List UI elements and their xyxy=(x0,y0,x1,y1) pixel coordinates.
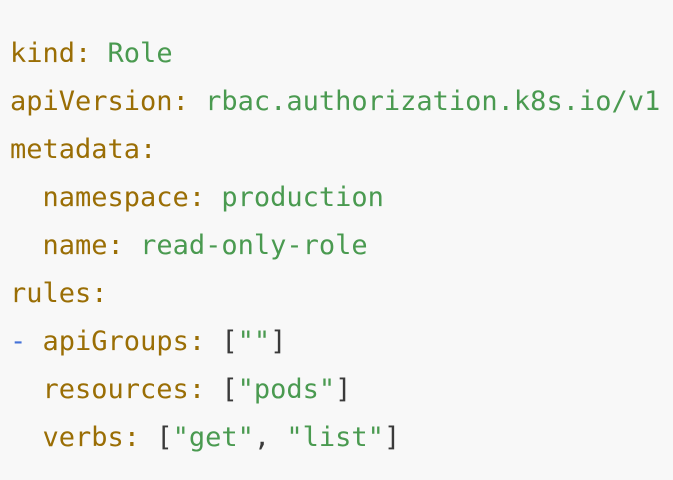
token-key: kind xyxy=(10,38,76,69)
token-bracket: ] xyxy=(335,374,352,405)
token-indent xyxy=(270,422,286,453)
token-key: apiGroups xyxy=(42,326,189,357)
token-indent xyxy=(26,326,42,357)
line-kind: kind: Role xyxy=(10,30,673,78)
token-indent xyxy=(10,182,43,213)
token-punct: : xyxy=(188,182,222,213)
token-indent xyxy=(10,422,43,453)
token-bracket: ] xyxy=(270,326,287,357)
token-key: namespace xyxy=(42,182,189,213)
token-key: apiVersion xyxy=(10,86,173,117)
token-key: rules xyxy=(10,278,92,309)
token-punct: : xyxy=(75,38,108,69)
token-punct: : xyxy=(140,134,157,165)
token-bracket: [ xyxy=(221,374,238,405)
token-bracket: [ xyxy=(221,326,238,357)
token-bracket: [ xyxy=(156,422,173,453)
line-rules: rules: xyxy=(10,270,673,318)
token-value: production xyxy=(221,182,384,213)
token-punct: : xyxy=(123,422,157,453)
token-indent xyxy=(10,374,43,405)
token-punct: : xyxy=(188,326,222,357)
token-punct: : xyxy=(188,374,222,405)
token-string: "list" xyxy=(286,422,384,453)
token-indent xyxy=(10,230,43,261)
line-apigroups: - apiGroups: [""] xyxy=(10,318,673,366)
line-resources: resources: ["pods"] xyxy=(10,366,673,414)
line-namespace: namespace: production xyxy=(10,174,673,222)
token-value: Role xyxy=(107,38,173,69)
token-punct: : xyxy=(91,278,108,309)
token-key: verbs xyxy=(42,422,124,453)
line-name: name: read-only-role xyxy=(10,222,673,270)
token-bracket: ] xyxy=(383,422,401,453)
token-value: rbac.authorization.k8s.io/v1 xyxy=(205,86,661,117)
line-metadata: metadata: xyxy=(10,126,673,174)
token-string: "pods" xyxy=(237,374,336,405)
token-value: read-only-role xyxy=(140,230,368,261)
token-dash: - xyxy=(10,326,27,357)
token-string: "get" xyxy=(172,422,254,453)
token-key: name xyxy=(42,230,108,261)
token-key: resources xyxy=(42,374,189,405)
line-verbs: verbs: ["get", "list"] xyxy=(10,414,673,462)
token-key: metadata xyxy=(10,134,141,165)
token-string: "" xyxy=(237,326,271,357)
token-punct: : xyxy=(172,86,206,117)
token-comma: , xyxy=(253,422,271,453)
token-punct: : xyxy=(107,230,141,261)
line-apiversion: apiVersion: rbac.authorization.k8s.io/v1 xyxy=(10,78,673,126)
